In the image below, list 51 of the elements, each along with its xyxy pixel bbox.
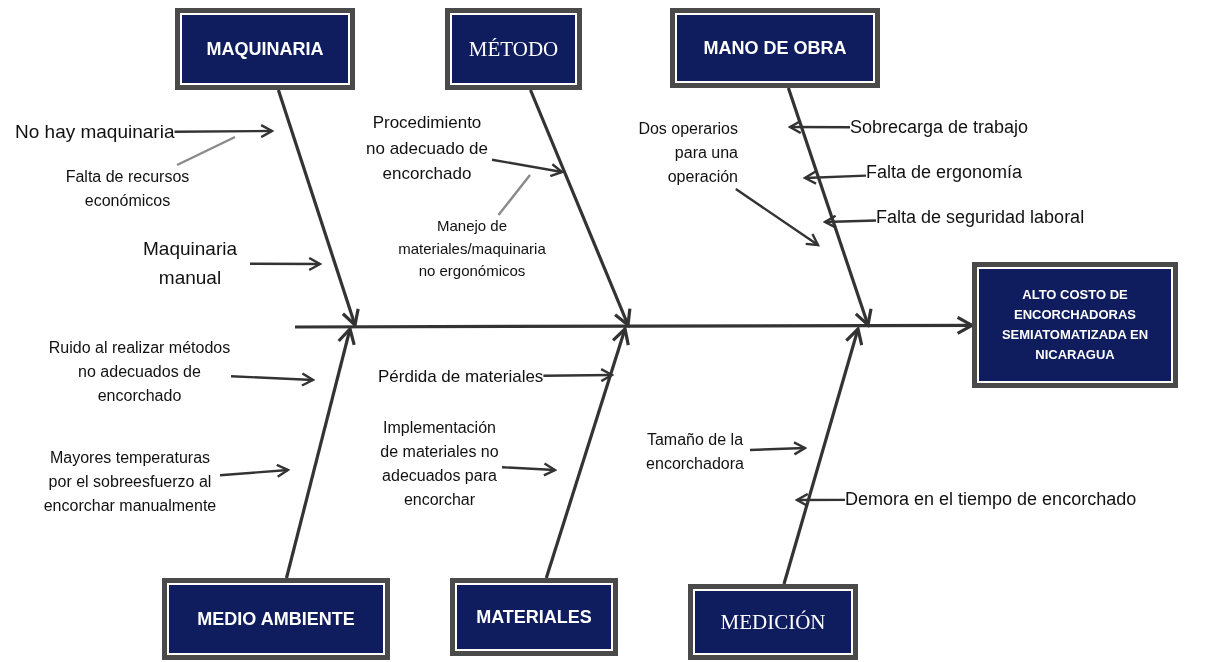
effect-box (972, 262, 1178, 388)
arrow (782, 327, 864, 585)
arrow (219, 463, 290, 478)
cause-text: Falta de ergonomía (866, 159, 1023, 186)
cause-text: Pérdida de materiales (378, 364, 544, 390)
cause-text: Falta de recursos económicos (45, 165, 210, 213)
arrow (544, 327, 630, 579)
arrow (491, 158, 564, 178)
category-label: MÉTODO (468, 36, 559, 62)
arrow (295, 315, 974, 335)
arrow (786, 87, 873, 327)
cause-text: Implementación de materiales no adecuados para encorchar (377, 416, 502, 512)
cause-text: Maquinaria manual (130, 235, 250, 292)
arrow (543, 367, 614, 383)
category-label: MATERIALES (476, 606, 592, 628)
category-box (445, 8, 582, 90)
arrow (284, 327, 356, 579)
category-box (175, 8, 355, 90)
arrow (749, 441, 807, 456)
category-box (162, 578, 390, 660)
category-box (450, 578, 618, 656)
arrow (276, 89, 360, 327)
arrow (230, 372, 315, 387)
arrow (823, 214, 877, 229)
category-box (670, 8, 880, 88)
cause-text: Ruido al realizar métodos no adecuados de encorchado (48, 336, 231, 408)
cause-text: Falta de seguridad laboral (876, 204, 1085, 231)
cause-text: No hay maquinaria (15, 118, 175, 147)
arrow (174, 123, 274, 139)
cause-text: Sobrecarga de trabajo (850, 114, 1029, 141)
category-label: MANO DE OBRA (703, 37, 847, 59)
category-box (688, 584, 858, 660)
cause-text: Procedimiento no adecuado de encorchado (362, 110, 492, 187)
arrow (735, 188, 820, 247)
arrow (803, 170, 867, 185)
cause-text: Demora en el tiempo de encorchado (845, 486, 1137, 513)
arrow (250, 256, 322, 272)
leader-line (497, 174, 531, 216)
cause-text: Dos operarios para una operación (628, 117, 738, 189)
cause-text: Mayores temperaturas por el sobreesfuerzo al encorchar manualmente (40, 446, 220, 518)
arrow (795, 492, 845, 508)
arrow (501, 462, 557, 477)
effect-label: ALTO COSTO DE ENCORCHADORAS SEMIATOMATIZADA EN NICARAGUA (1000, 285, 1150, 365)
leader-line (176, 135, 236, 167)
cause-text: Manejo de materiales/maquinaria no ergonómicos (392, 215, 552, 283)
category-label: MAQUINARIA (206, 38, 324, 60)
category-label: MEDICIÓN (720, 609, 826, 635)
arrow (788, 119, 850, 135)
cause-text: Tamaño de la encorchadora (640, 428, 750, 476)
category-label: MEDIO AMBIENTE (197, 608, 355, 630)
arrow (529, 89, 632, 327)
